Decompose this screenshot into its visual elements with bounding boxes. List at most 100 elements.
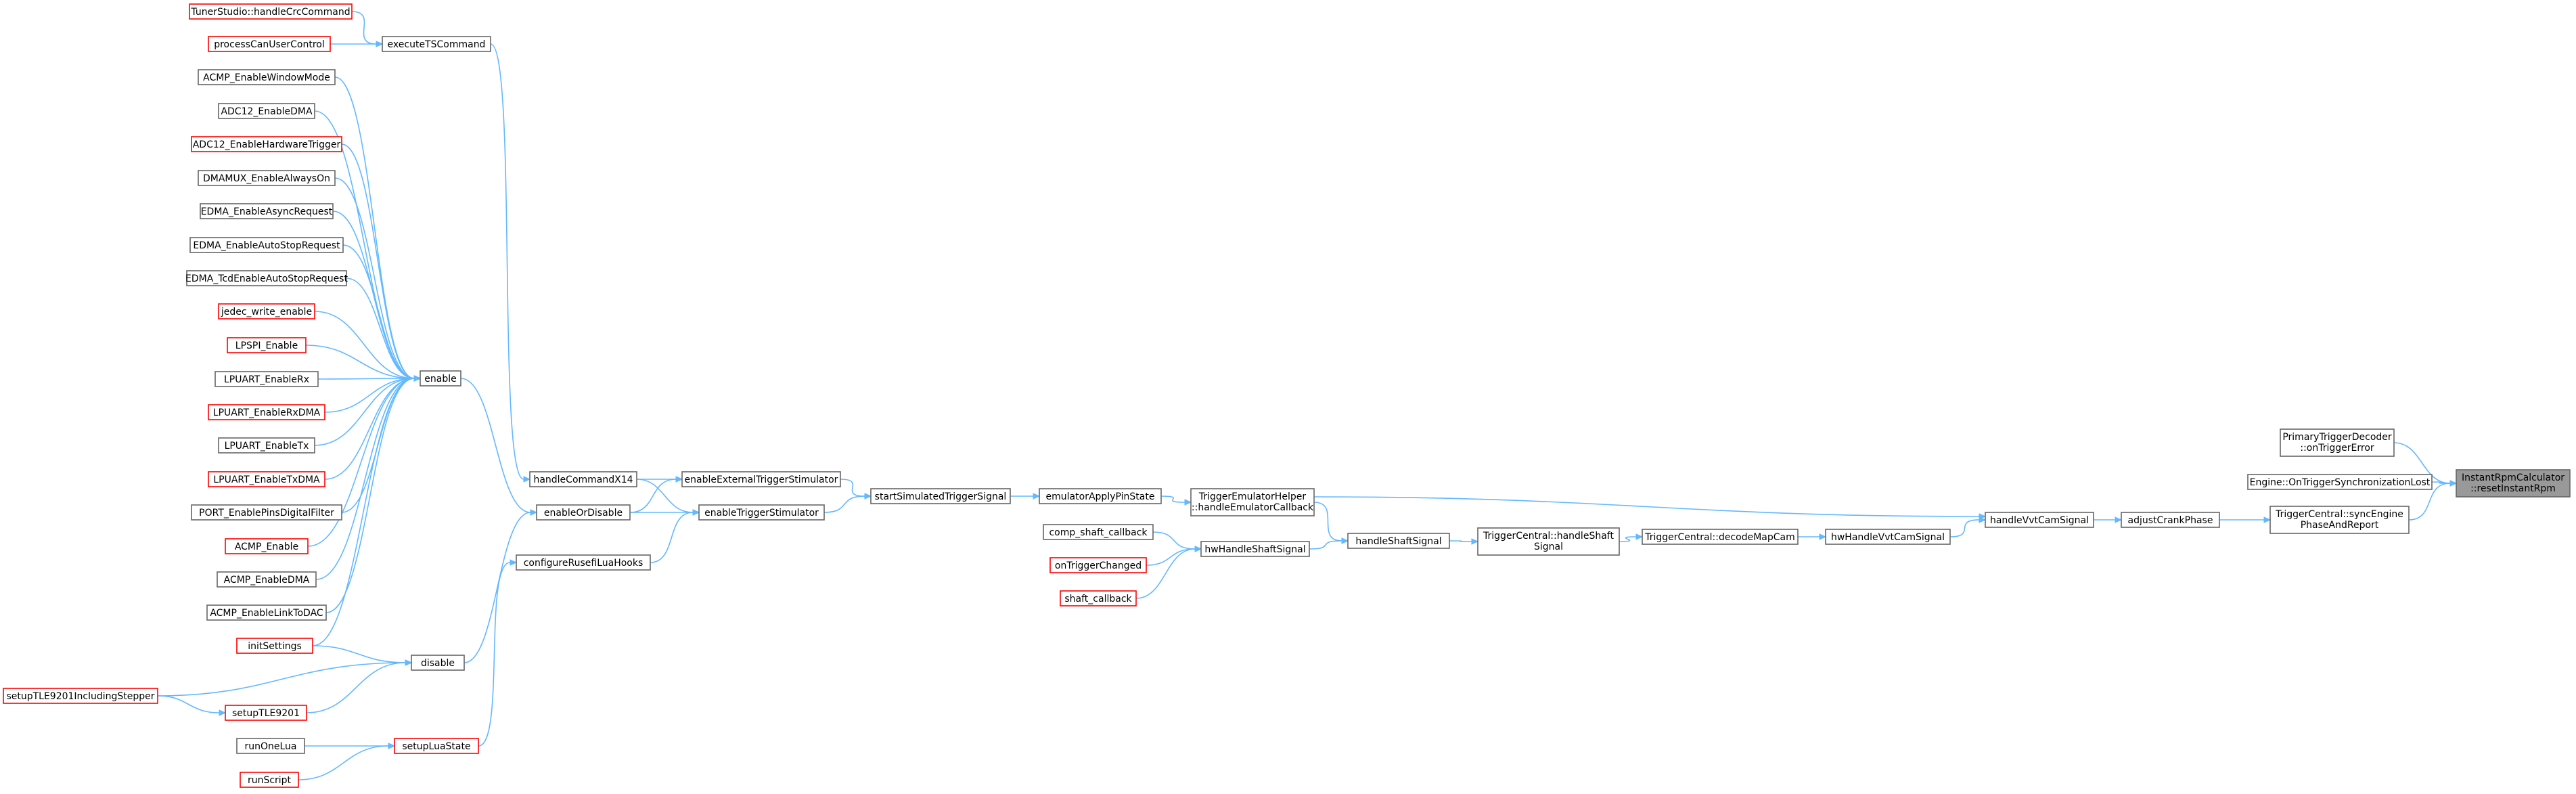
- edge-e10-to-ena: [317, 378, 415, 380]
- node-label: LPSPI_Enable: [235, 340, 298, 351]
- node-label: runScript: [248, 775, 292, 786]
- node-st9[interactable]: setupTLE9201: [225, 705, 307, 721]
- node-e5[interactable]: EDMA_EnableAsyncRequest: [200, 203, 334, 219]
- node-ena[interactable]: enable: [420, 370, 461, 387]
- arrowhead-dmc-to-hwv: [1819, 533, 1827, 540]
- node-label: hwHandleShaftSignal: [1204, 544, 1305, 555]
- node-ets[interactable]: enableExternalTriggerStimulator: [681, 471, 841, 487]
- node-e6[interactable]: EDMA_EnableAutoStopRequest: [189, 237, 344, 253]
- arrowhead-hss-to-dmc: [1635, 533, 1644, 540]
- node-hcx[interactable]: handleCommandX14: [529, 471, 637, 487]
- node-e8[interactable]: jedec_write_enable: [218, 303, 315, 319]
- node-box: [1642, 529, 1799, 545]
- node-e15[interactable]: ACMP_Enable: [225, 538, 309, 554]
- node-csc[interactable]: comp_shaft_callback: [1043, 524, 1154, 540]
- node-hwh[interactable]: hwHandleShaftSignal: [1200, 541, 1310, 557]
- node-label: shaft_callback: [1064, 594, 1132, 604]
- node-shc[interactable]: shaft_callback: [1060, 590, 1137, 606]
- node-e11[interactable]: LPUART_EnableRxDMA: [208, 404, 325, 420]
- node-box: [189, 237, 344, 253]
- node-e17[interactable]: ACMP_EnableLinkToDAC: [206, 604, 327, 621]
- node-sst[interactable]: startSimulatedTriggerSignal: [870, 488, 1011, 504]
- node-hwv[interactable]: hwHandleVvtCamSignal: [1825, 529, 1951, 545]
- node-e1[interactable]: ACMP_EnableWindowMode: [198, 69, 336, 85]
- node-label: TriggerCentral::handleShaft: [1483, 531, 1614, 542]
- node-label: setupTLE9201IncludingStepper: [6, 691, 154, 702]
- edge-hcx-to-tst: [636, 479, 694, 513]
- node-box: [236, 638, 313, 654]
- node-e7[interactable]: EDMA_TcdEnableAutoStopRequest: [185, 270, 348, 286]
- node-e10[interactable]: LPUART_EnableRx: [214, 371, 319, 387]
- node-ptd[interactable]: PrimaryTriggerDecoder::onTriggerError: [2280, 428, 2395, 457]
- edge-st9-to-dis: [306, 662, 406, 713]
- node-box: [1039, 488, 1162, 504]
- node-e9[interactable]: LPSPI_Enable: [227, 337, 307, 353]
- node-eng[interactable]: Engine::OnTriggerSynchronizationLost: [2247, 474, 2433, 490]
- node-crl[interactable]: configureRusefiLuaHooks: [516, 554, 651, 571]
- node-stl[interactable]: setupTLE9201IncludingStepper: [3, 688, 158, 704]
- arrowhead-stl-to-st9: [219, 709, 227, 716]
- edge-crl-to-tst: [650, 512, 694, 563]
- node-rol[interactable]: runOneLua: [236, 738, 305, 754]
- node-acp[interactable]: adjustCrankPhase: [2121, 512, 2220, 528]
- arrowhead-dis-to-eod: [530, 509, 538, 516]
- node-e3[interactable]: ADC12_EnableHardwareTrigger: [191, 136, 342, 152]
- node-dis[interactable]: disable: [411, 655, 465, 671]
- node-hvc[interactable]: handleVvtCamSignal: [1985, 512, 2094, 528]
- node-e13[interactable]: LPUART_EnableTxDMA: [208, 471, 325, 487]
- edge-tsh-to-ets2: [351, 11, 377, 45]
- node-label: TriggerCentral::syncEngine: [2275, 509, 2403, 520]
- node-hsh[interactable]: handleShaftSignal: [1347, 533, 1450, 549]
- edge-ena-to-eod: [460, 378, 531, 513]
- edge-sls-to-crl: [478, 562, 511, 747]
- node-box: [208, 471, 325, 487]
- node-label: ACMP_EnableDMA: [224, 575, 310, 586]
- node-label: TriggerEmulatorHelper: [1198, 491, 1306, 502]
- node-eod[interactable]: enableOrDisable: [536, 504, 631, 521]
- node-label: emulatorApplyPinState: [1046, 491, 1155, 502]
- node-rsc[interactable]: runScript: [240, 772, 299, 788]
- node-box: [225, 705, 307, 721]
- node-tst[interactable]: enableTriggerStimulator: [698, 504, 825, 521]
- node-e14[interactable]: PORT_EnablePinsDigitalFilter: [191, 504, 342, 521]
- node-label: processCanUserControl: [214, 39, 325, 50]
- arrowhead-st9-to-dis: [405, 659, 413, 666]
- node-box: [516, 554, 651, 571]
- edge-ins-to-dis: [312, 645, 406, 663]
- node-e16[interactable]: ACMP_EnableDMA: [217, 571, 317, 588]
- node-label: LPUART_EnableRxDMA: [213, 407, 321, 418]
- arrowhead-hvc-to-acp: [2115, 516, 2123, 523]
- edge-e7-to-ena: [346, 278, 415, 379]
- node-e12[interactable]: LPUART_EnableTx: [218, 437, 315, 454]
- node-label: enableExternalTriggerStimulator: [685, 475, 838, 485]
- node-box: [1190, 488, 1315, 516]
- node-otc[interactable]: onTriggerChanged: [1049, 557, 1147, 573]
- node-pcu[interactable]: processCanUserControl: [208, 36, 331, 52]
- node-box: [208, 404, 325, 420]
- node-box: [1049, 557, 1147, 573]
- node-ets2[interactable]: executeTSCommand: [382, 36, 491, 52]
- edge-eap-to-teh: [1160, 495, 1185, 503]
- node-dmc[interactable]: TriggerCentral::decodeMapCam: [1642, 529, 1799, 545]
- node-ins[interactable]: initSettings: [236, 638, 313, 654]
- node-box: [1200, 541, 1310, 557]
- arrowhead-sls-to-crl: [510, 559, 518, 566]
- node-sls[interactable]: setupLuaState: [394, 738, 479, 754]
- edge-e4-to-ena: [334, 177, 415, 379]
- node-box: [411, 655, 465, 671]
- node-e4[interactable]: DMAMUX_EnableAlwaysOn: [198, 170, 336, 186]
- node-label: hwHandleVvtCamSignal: [1831, 532, 1945, 543]
- node-teh[interactable]: TriggerEmulatorHelper::handleEmulatorCal…: [1190, 488, 1315, 516]
- node-label: ::onTriggerError: [2300, 443, 2374, 454]
- node-box: [191, 504, 342, 521]
- node-box: [1347, 533, 1450, 549]
- node-label: ADC12_EnableHardwareTrigger: [193, 139, 341, 150]
- node-box: [198, 69, 336, 85]
- node-label: LPUART_EnableRx: [224, 374, 309, 385]
- edge-dis-to-eod: [464, 512, 531, 663]
- node-hss[interactable]: TriggerCentral::handleShaftSignal: [1477, 527, 1620, 556]
- node-e2[interactable]: ADC12_EnableDMA: [218, 103, 315, 119]
- node-eap[interactable]: emulatorApplyPinState: [1039, 488, 1162, 504]
- node-tsh[interactable]: TunerStudio::handleCrcCommand: [189, 3, 353, 20]
